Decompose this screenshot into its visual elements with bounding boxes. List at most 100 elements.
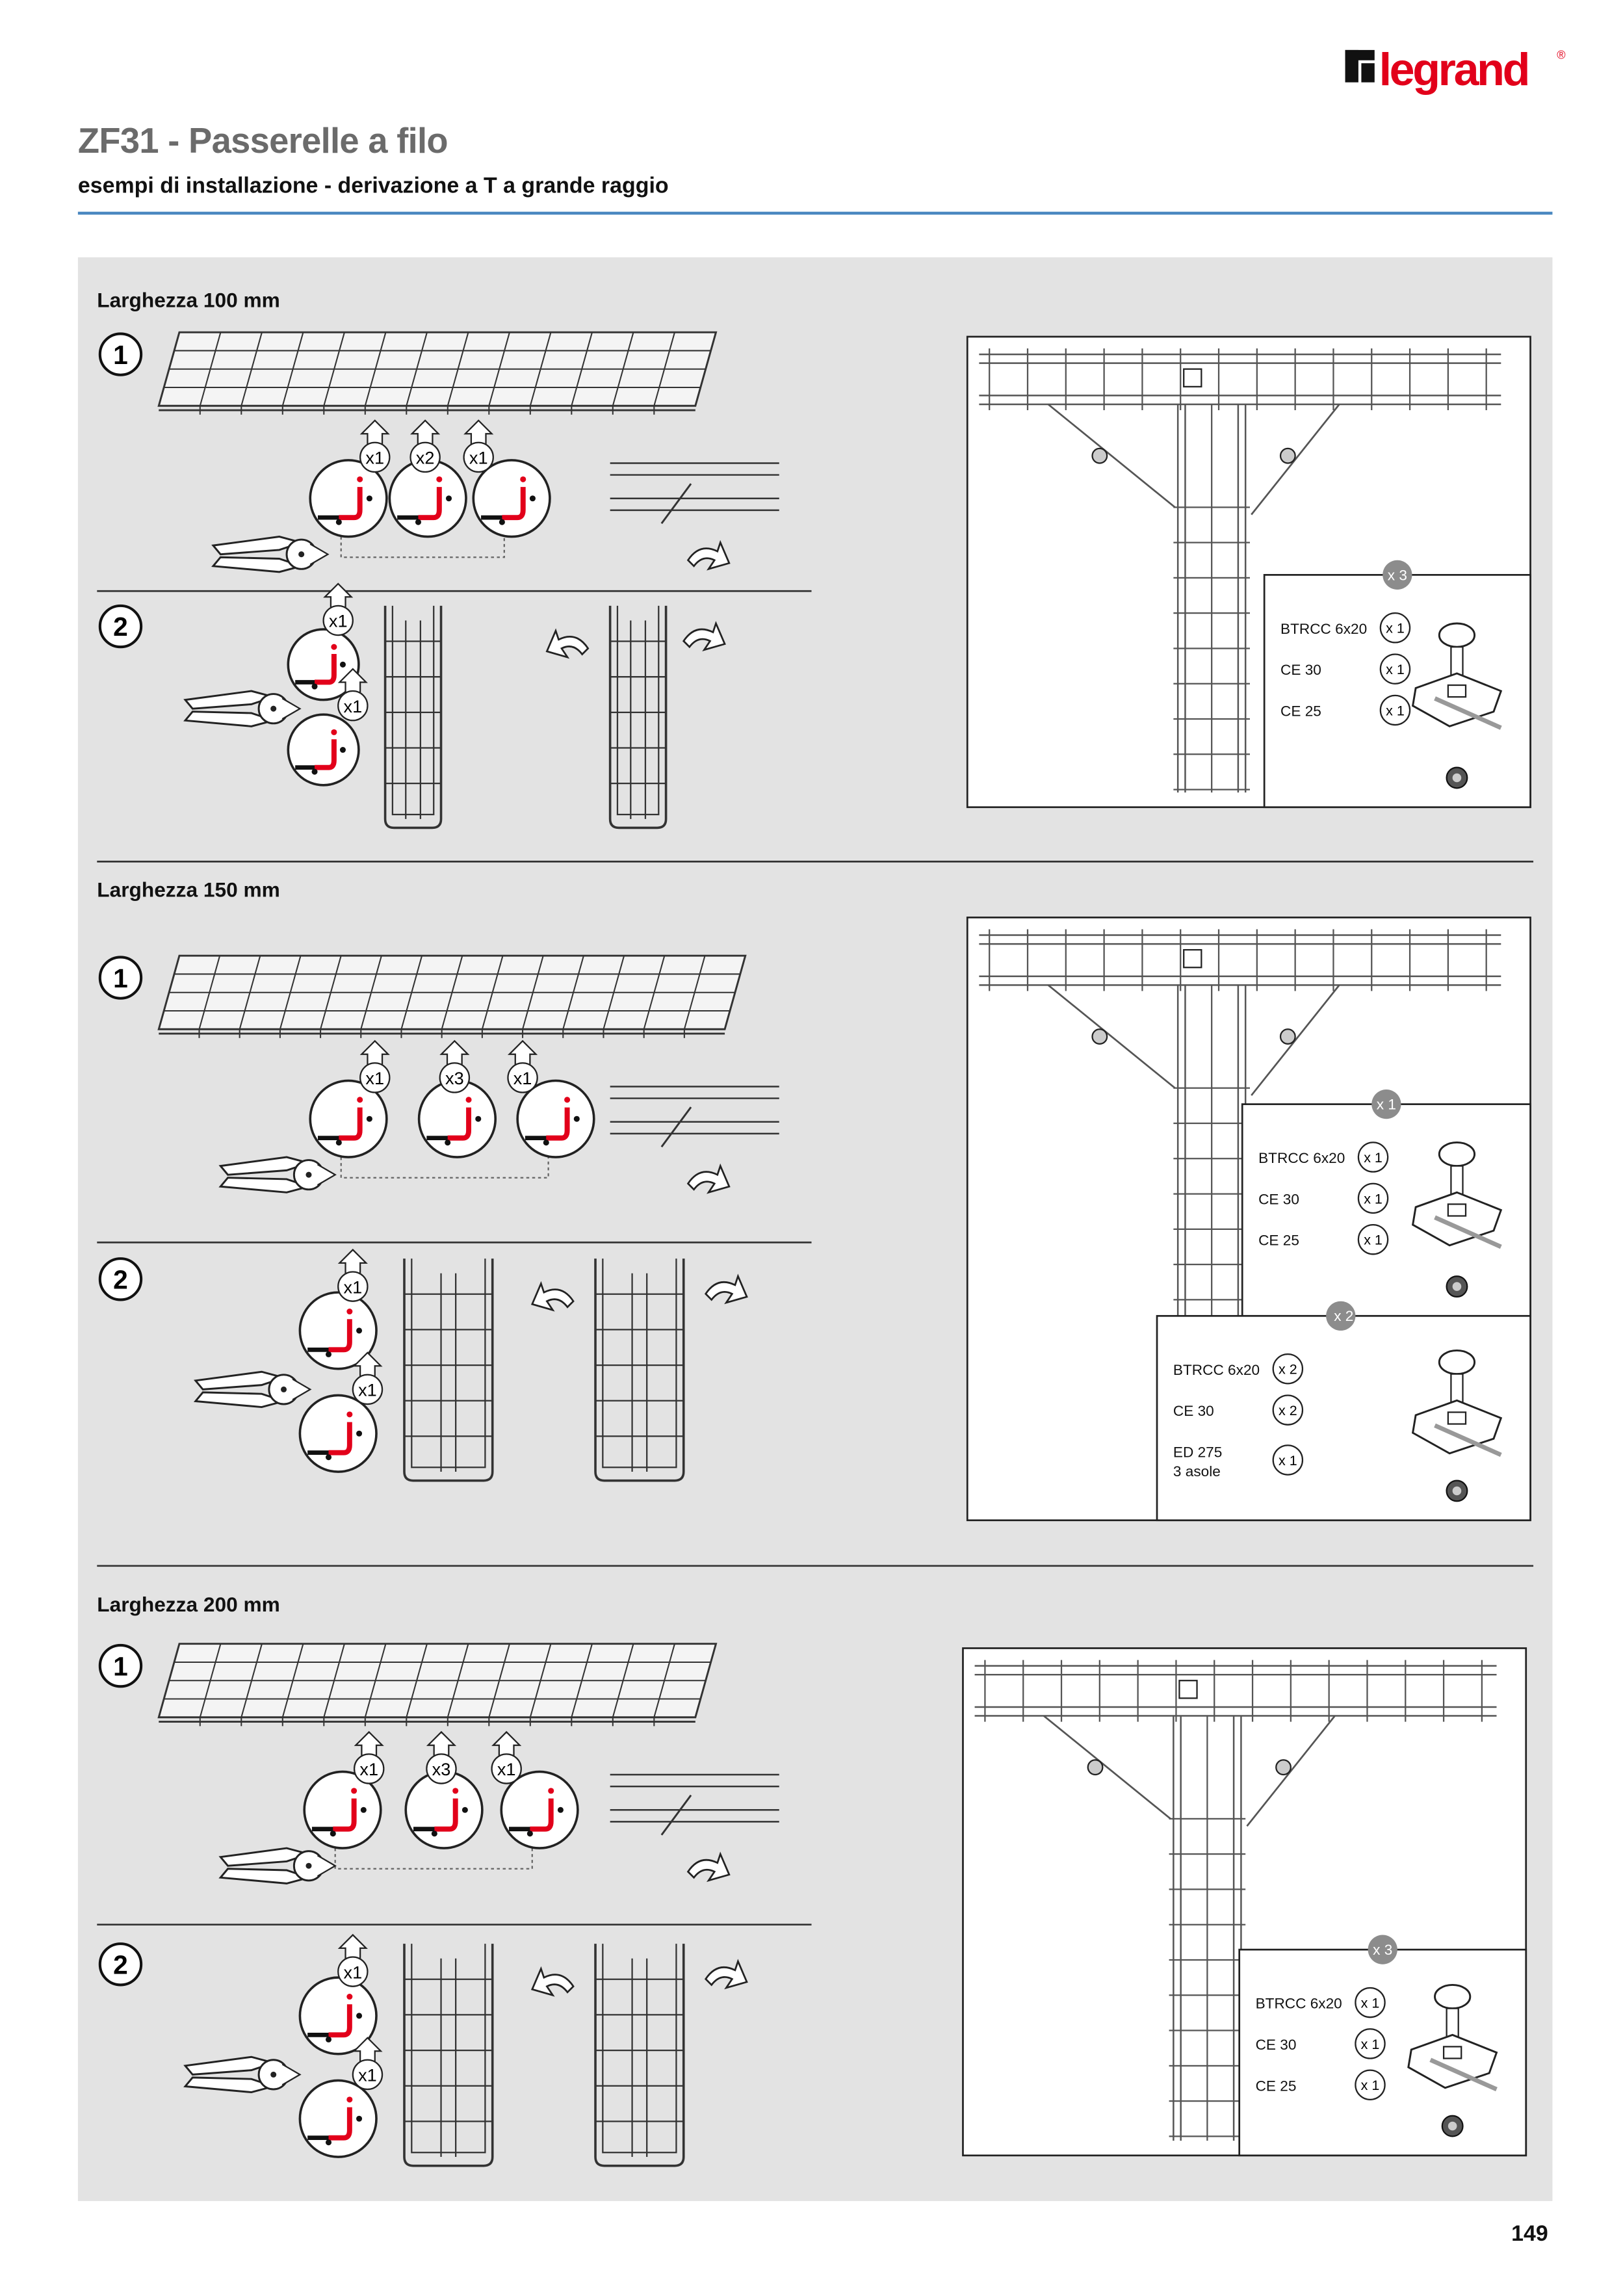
illustration-stroke — [1450, 646, 1464, 677]
illustration-stroke — [311, 768, 318, 775]
wire-cut-detail — [516, 1079, 595, 1158]
illustration-stroke — [409, 441, 441, 473]
wire-tray — [157, 331, 718, 415]
wire-cut-detail — [287, 713, 360, 787]
illustration-stroke — [325, 2139, 332, 2146]
illustration-stroke — [352, 2037, 383, 2062]
illustration-text: x1 — [358, 1380, 377, 1400]
illustration-stroke — [1447, 1203, 1467, 1217]
kit-item-qty: x 2 — [1279, 1403, 1297, 1418]
illustration-text: 1 — [113, 1651, 128, 1681]
illustration-stroke — [346, 1411, 353, 1418]
step-number: 2 — [98, 604, 143, 649]
kit-item-name: CE 30 — [1280, 662, 1321, 678]
quantity-label: x3 — [439, 1039, 471, 1093]
illustration-stroke — [331, 729, 337, 735]
illustration-stroke — [1357, 1182, 1389, 1214]
illustration-stroke — [270, 705, 277, 712]
page-number: 149 — [1511, 2221, 1548, 2247]
illustration-stroke — [98, 604, 143, 649]
illustration-stroke — [340, 1157, 549, 1179]
illustration-stroke — [1275, 1759, 1292, 1776]
illustration-stroke — [333, 1798, 357, 1832]
illustration-stroke — [351, 1788, 357, 1794]
illustration-stroke — [415, 519, 422, 525]
illustration-stroke — [1047, 984, 1176, 1089]
wire-cutter-icon — [218, 1847, 337, 1885]
bend-arrow-icon — [686, 540, 731, 571]
kit-item-qty: x 1 — [1364, 1233, 1383, 1248]
illustration-stroke — [346, 2096, 353, 2103]
illustration-stroke — [1355, 2028, 1386, 2059]
quantity-label: x1 — [507, 1039, 538, 1093]
quantity-label: x2 — [409, 419, 441, 473]
illustration-stroke — [1448, 2121, 1457, 2131]
illustration-stroke — [359, 1062, 391, 1093]
kit-item-name: BTRCC 6x20 — [1280, 621, 1367, 637]
quantity-label: x1 — [337, 668, 369, 722]
bolt-clip-nut-icon — [1411, 1141, 1503, 1298]
illustration-stroke — [1446, 2007, 1459, 2039]
illustration-stroke — [463, 419, 494, 445]
wire-cut-detail — [303, 1770, 382, 1849]
illustration-stroke — [465, 1097, 472, 1103]
illustration-stroke — [1091, 447, 1108, 464]
illustration-stroke — [1087, 1759, 1104, 1776]
wire-tray — [157, 954, 747, 1038]
illustration-text: x1 — [344, 696, 363, 716]
wire-cut-detail — [309, 1079, 388, 1158]
step-number: 1 — [98, 1643, 143, 1688]
illustration-stroke — [1043, 1715, 1171, 1820]
illustration-stroke — [281, 2063, 302, 2086]
illustration-stroke — [426, 1753, 457, 1784]
illustration-stroke — [281, 1386, 287, 1392]
illustration-stroke — [335, 519, 342, 525]
illustration-stroke — [305, 1171, 312, 1178]
tray-end-bend-detail: ,, — [610, 1773, 779, 1836]
quantity-label: x1 — [463, 419, 494, 473]
illustration-stroke — [446, 495, 452, 502]
illustration-text: x1 — [513, 1068, 532, 1088]
illustration-stroke — [403, 1259, 494, 1482]
illustration-text: x3 — [445, 1068, 464, 1088]
kit-item-name: CE 25 — [1256, 2078, 1297, 2094]
illustration-stroke — [325, 2036, 332, 2042]
kit-item-qty: x 1 — [1279, 1453, 1297, 1468]
bolt-clip-nut-icon — [1411, 622, 1503, 789]
legrand-logo: legrand ® — [1345, 44, 1566, 95]
wire-cut-detail — [309, 459, 388, 538]
kit-item-name: CE 30 — [1173, 1403, 1214, 1419]
illustration-stroke — [1434, 1423, 1502, 1457]
illustration-stroke — [298, 551, 305, 558]
wire-cut-detail — [298, 1976, 378, 2055]
kit-item-qty: x 1 — [1386, 703, 1405, 718]
illustration-stroke — [359, 1039, 390, 1065]
illustration-stroke — [1411, 1399, 1503, 1455]
illustration-stroke — [1442, 2046, 1462, 2059]
illustration-stroke — [1355, 2069, 1386, 2100]
kit-item-qty: x 1 — [1361, 1995, 1380, 2011]
illustration-stroke — [328, 1422, 352, 1455]
illustration-stroke — [337, 1248, 368, 1273]
kit-multiplier-badge — [1326, 1301, 1356, 1331]
illustration-stroke — [431, 1831, 437, 1837]
illustration-stroke — [339, 1107, 363, 1141]
bend-arrow-icon — [530, 1966, 575, 1997]
illustration-stroke — [287, 713, 360, 787]
wire-cut-detail — [404, 1770, 484, 1849]
illustration-stroke — [346, 1309, 353, 1315]
illustration-stroke — [337, 1271, 369, 1302]
illustration-stroke — [411, 1259, 486, 1468]
illustration-stroke — [500, 1770, 579, 1849]
bend-arrow-icon — [682, 621, 726, 652]
illustration-stroke — [340, 536, 505, 558]
illustration-stroke — [339, 487, 363, 521]
kit-item-name-line2: 3 asole — [1173, 1463, 1221, 1480]
illustration-stroke — [1434, 1983, 1472, 2010]
illustration-text: x1 — [469, 448, 488, 468]
illustration-stroke — [356, 2115, 363, 2122]
illustration-stroke — [359, 419, 390, 445]
illustration-stroke — [461, 1807, 468, 1813]
